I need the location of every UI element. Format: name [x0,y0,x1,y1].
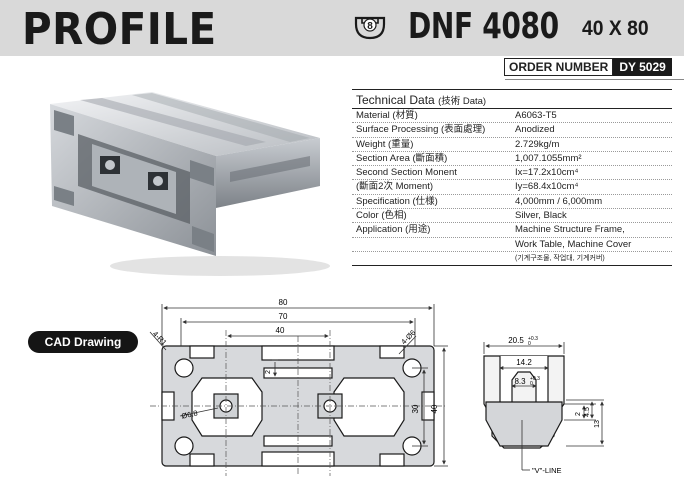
tech-row-value: 4,000mm / 6,000mm [515,195,603,207]
order-number-label: ORDER NUMBER [504,58,614,76]
tech-row-value: (기계구조물, 작업대, 기계커버) [515,254,605,262]
tech-row: Work Table, Machine Cover [352,238,672,252]
technical-data-title: Technical Data (技術 Data) [352,89,672,109]
tech-row-value: A6063-T5 [515,110,557,121]
tech-row-value: Work Table, Machine Cover [515,238,632,250]
slot-dim-13: 13 [594,420,601,428]
tech-title-text: Technical Data [356,93,435,107]
header-band [0,0,684,56]
technical-data-table: Technical Data (技術 Data) Material (材質) A6… [352,89,672,267]
tech-row: Material (材質) A6063-T5 [352,109,672,124]
slot-dim-2: 2 [575,412,582,416]
slot-dim-top-tol2: 0 [528,341,531,347]
tech-row: Application (用途) Machine Structure Frame, [352,223,672,238]
tech-row: Second Section Monent Ix=17.2x10cm⁴ [352,166,672,181]
tech-row: (기계구조물, 작업대, 기계커버) [352,252,672,267]
v-line-label: "V"-LINE [532,466,562,475]
dim-30: 30 [411,404,420,413]
dim-80: 80 [279,298,288,307]
tech-row-key [352,238,515,251]
tech-row-key: (斷面2次 Moment) [356,181,434,193]
order-number-code: DY 5029 [613,58,672,76]
tech-row: Color (色相) Silver, Black [352,209,672,224]
dim-40-top: 40 [276,326,285,335]
dim-2: 2 [265,370,272,374]
tech-row: (斷面2次 Moment) Iy=68.4x10cm⁴ [352,180,672,195]
tech-row: Weight (重量) 2.729kg/m [352,138,672,152]
tech-title-sub: (技術 Data) [438,96,487,107]
dim-radius: 4-R1 [151,329,169,347]
tech-row-key: Section Area (斷面積) [356,152,448,164]
slot-dim-mid: 14.2 [516,358,532,367]
slot-dim-4-5: 4.5 [584,407,591,417]
cad-drawing-badge: CAD Drawing [28,331,138,353]
tech-row-value: Machine Structure Frame, [515,224,625,236]
tech-row-key: Surface Processing (表面處理) [356,124,486,136]
slot-detail [483,355,565,449]
dim-40-side: 40 [430,404,439,413]
tech-row-value: Silver, Black [515,210,567,222]
cad-drawing: 80 70 40 2 40 30 4-R1 4-Ø6 Ø6.8 20.5 +0.… [149,298,604,476]
tech-row-key [352,252,515,265]
tech-row-key: Specification (仕様) [356,195,438,207]
tech-row-value: 1,007.1055mm² [515,152,582,164]
divider [505,79,684,80]
order-number: ORDER NUMBER DY 5029 [504,58,672,76]
dim-70: 70 [279,312,288,321]
tech-row-value: 2.729kg/m [515,138,560,150]
tech-row: Section Area (斷面積) 1,007.1055mm² [352,152,672,167]
tech-row-key: Material (材質) [356,110,418,121]
tech-row-key: Second Section Monent [356,167,457,179]
slot-dim-top-tol: +0.3 [528,336,538,342]
tech-row: Surface Processing (表面處理) Anodized [352,123,672,138]
tech-row-value: Iy=68.4x10cm⁴ [515,181,579,193]
slot-dim-in: 8.3 [514,377,526,386]
tech-row-key: Color (色相) [356,210,407,222]
slot-dim-in-tol: +0.3 [530,376,540,382]
tech-row: Specification (仕様) 4,000mm / 6,000mm [352,195,672,210]
dim-hole: 4-Ø6 [399,328,417,346]
model-number: DNF 4080 [408,6,559,47]
slot-dim-in-tol2: 0 [530,381,533,387]
slot-8-icon: 8 [354,16,386,40]
model-dimensions: 40 X 80 [582,17,649,40]
tech-row-key: Weight (重量) [356,138,414,150]
slot-dim-top: 20.5 [508,336,524,345]
profile-photo [50,92,330,276]
tech-row-key: Application (用途) [356,224,431,236]
tech-row-value: Anodized [515,124,555,136]
tech-row-value: Ix=17.2x10cm⁴ [515,167,579,179]
page-title: PROFILE [22,4,217,55]
dim-center-hole: Ø6.8 [181,408,199,420]
slot-number: 8 [367,21,373,32]
